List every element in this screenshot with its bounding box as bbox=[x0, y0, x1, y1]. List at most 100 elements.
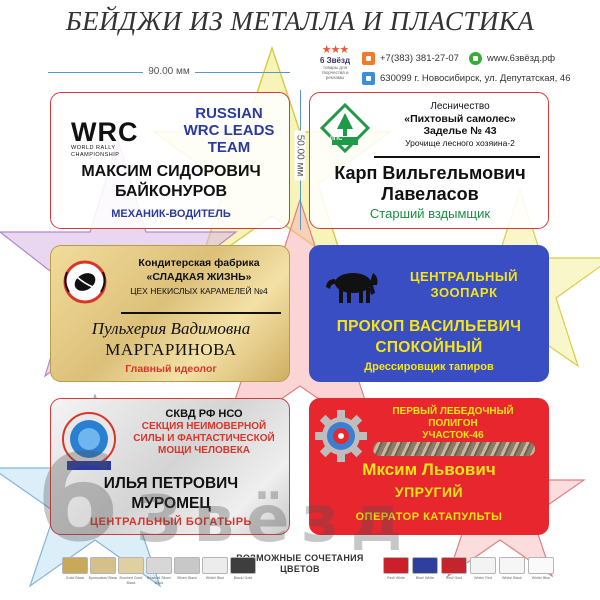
org-line: ЦЕНТРАЛЬНЫЙ bbox=[410, 269, 518, 284]
width-dimension: 90.00 мм bbox=[48, 66, 290, 78]
color-swatch[interactable] bbox=[174, 557, 200, 574]
skvd-emblem-icon bbox=[62, 412, 116, 470]
color-swatch-caption: Brushed Gold/ Black bbox=[119, 576, 143, 585]
color-swatch[interactable] bbox=[230, 557, 256, 574]
color-swatch[interactable] bbox=[499, 557, 525, 574]
badge-org-title: RUSSIAN WRC LEADS TEAM bbox=[171, 105, 287, 156]
color-swatch[interactable] bbox=[383, 557, 409, 574]
org-line: СЕКЦИЯ НЕИМОВЕРНОЙ bbox=[141, 421, 267, 432]
company-logo[interactable]: ★★★ 6 Звёзд товары для творчества и рекл… bbox=[312, 44, 358, 90]
badge-forest[interactable]: ЛПС Лесничество «Пихтовый самолес» Задел… bbox=[309, 92, 549, 229]
divider bbox=[121, 312, 281, 314]
badge-person-name: ИЛЬЯ ПЕТРОВИЧ bbox=[103, 475, 239, 492]
page-title: БЕЙДЖИ ИЗ МЕТАЛЛА И ПЛАСТИКА bbox=[65, 6, 535, 36]
width-dimension-label: 90.00 мм bbox=[143, 66, 195, 77]
color-swatch-caption: White/ Red bbox=[474, 576, 492, 580]
org-line: «СЛАДКАЯ ЖИЗНЬ» bbox=[146, 271, 252, 283]
combo-label-line: ЦВЕТОВ bbox=[280, 564, 320, 574]
badge-person-role: ОПЕРАТОР КАТАПУЛЬТЫ bbox=[355, 511, 503, 523]
badge-person-surname: УПРУГИЙ bbox=[394, 484, 464, 500]
badge-person-role: Дрессировщик тапиров bbox=[364, 361, 494, 373]
badge-person-surname: БАЙКОНУРОВ bbox=[114, 183, 228, 200]
badge-org-title: СКВД РФ НСО СЕКЦИЯ НЕИМОВЕРНОЙ СИЛЫ И ФА… bbox=[121, 407, 287, 457]
badge-org-title: Кондитерская фабрика «СЛАДКАЯ ЖИЗНЬ» ЦЕХ… bbox=[109, 256, 289, 298]
color-swatch-caption: Red/ Gold bbox=[445, 576, 463, 580]
badge-org-title: ПЕРВЫЙ ЛЕБЕДОЧНЫЙ ПОЛИГОН УЧАСТОК-46 bbox=[371, 406, 535, 442]
badge-org-title: Лесничество «Пихтовый самолес» Заделье №… bbox=[374, 101, 546, 149]
color-swatch[interactable] bbox=[412, 557, 438, 574]
candy-logo-icon bbox=[63, 260, 107, 304]
color-swatch-caption: Black/ Gold bbox=[233, 576, 253, 580]
color-swatch-caption: Silver/ Black bbox=[177, 576, 197, 580]
color-swatch[interactable] bbox=[118, 557, 144, 574]
height-dimension: 50.00 мм bbox=[294, 90, 306, 230]
wrc-logo: WRC WORLD RALLY CHAMPIONSHIP bbox=[71, 119, 159, 159]
color-swatch-caption: Red/ White bbox=[387, 576, 405, 580]
divider bbox=[374, 156, 540, 158]
color-swatch[interactable] bbox=[528, 557, 554, 574]
badge-person-name: ПРОКОП ВАСИЛЬЕВИЧ bbox=[336, 318, 522, 335]
color-swatch-caption: White/ Black bbox=[502, 576, 522, 580]
forest-logo-text: ЛПС bbox=[329, 136, 343, 142]
org-line: ЦЕХ НЕКИСЛЫХ КАРАМЕЛЕЙ №4 bbox=[130, 286, 268, 296]
color-combinations-label: ВОЗМОЖНЫЕ СОЧЕТАНИЯ ЦВЕТОВ bbox=[200, 553, 400, 575]
home-icon bbox=[362, 71, 375, 85]
org-line: WRC LEADS bbox=[183, 122, 275, 139]
badge-person-surname: Лавеласов bbox=[381, 184, 479, 204]
star-cluster-logo-icon: ★★★ bbox=[321, 44, 350, 56]
color-swatch[interactable] bbox=[202, 557, 228, 574]
phone-number[interactable]: +7(383) 381-27-07 bbox=[380, 52, 459, 64]
website-link[interactable]: www.6звёзд.рф bbox=[486, 52, 556, 64]
color-swatch-caption: Gold/ Black bbox=[65, 576, 85, 580]
wrc-logo-mark: WRC bbox=[71, 117, 139, 147]
color-swatch[interactable] bbox=[90, 557, 116, 574]
color-swatch-caption: White/ Blue bbox=[205, 576, 225, 580]
badge-wrc[interactable]: WRC WORLD RALLY CHAMPIONSHIP RUSSIAN WRC… bbox=[50, 92, 290, 229]
org-line: МОЩИ ЧЕЛОВЕКА bbox=[158, 445, 250, 456]
badge-person-role: Старший вздымщик bbox=[369, 206, 491, 221]
color-swatch[interactable] bbox=[146, 557, 172, 574]
forest-logo-icon bbox=[320, 103, 370, 153]
gear-target-icon bbox=[315, 410, 367, 462]
org-line: ПЕРВЫЙ ЛЕБЕДОЧНЫЙ bbox=[392, 406, 514, 417]
color-swatch[interactable] bbox=[62, 557, 88, 574]
org-line: СКВД РФ НСО bbox=[165, 408, 243, 420]
color-swatch[interactable] bbox=[470, 557, 496, 574]
logo-name: 6 Звёзд bbox=[319, 56, 351, 65]
badge-person-role: Главный идеолог bbox=[125, 363, 217, 375]
badge-person-name: Пульхерия Вадимовна bbox=[91, 319, 251, 338]
address-text: 630099 г. Новосибирск, ул. Депутатская, … bbox=[380, 72, 571, 84]
contacts-block: +7(383) 381-27-07 www.6звёзд.рф 630099 г… bbox=[362, 48, 571, 88]
org-line: СИЛЫ И ФАНТАСТИЧЕСКОЙ bbox=[133, 433, 275, 444]
badge-org-title: ЦЕНТРАЛЬНЫЙ ЗООПАРК bbox=[389, 269, 539, 301]
badge-winch-polygon[interactable]: ПЕРВЫЙ ЛЕБЕДОЧНЫЙ ПОЛИГОН УЧАСТОК-46 Мкс… bbox=[309, 398, 549, 535]
badge-candy-factory[interactable]: Кондитерская фабрика «СЛАДКАЯ ЖИЗНЬ» ЦЕХ… bbox=[50, 245, 290, 382]
color-swatch-caption: Бронзовое/ Black bbox=[88, 576, 118, 580]
badge-person-role: МЕХАНИК-ВОДИТЕЛЬ bbox=[111, 208, 231, 220]
badge-skvd[interactable]: СКВД РФ НСО СЕКЦИЯ НЕИМОВЕРНОЙ СИЛЫ И ФА… bbox=[50, 398, 290, 535]
badge-person-surname: МАРГАРИНОВА bbox=[105, 340, 237, 359]
color-swatch-caption: Brushed Silver/ Black bbox=[146, 576, 172, 585]
org-line: ЗООПАРК bbox=[430, 285, 498, 300]
org-line: TEAM bbox=[207, 139, 251, 156]
badge-person-name: Карп Вильгельмович bbox=[334, 163, 526, 183]
badge-person-surname: СПОКОЙНЫЙ bbox=[375, 339, 483, 356]
org-line: УЧАСТОК-46 bbox=[422, 430, 484, 441]
color-swatch-caption: Blue/ White bbox=[415, 576, 435, 580]
color-swatch-caption: White/ Blue bbox=[531, 576, 551, 580]
badge-zoo[interactable]: ЦЕНТРАЛЬНЫЙ ЗООПАРК ПРОКОП ВАСИЛЬЕВИЧ СП… bbox=[309, 245, 549, 382]
org-line: «Пихтовый самолес» bbox=[404, 113, 516, 125]
org-line: Лесничество bbox=[430, 101, 490, 112]
badge-person-name: Мксим Львович bbox=[362, 460, 496, 479]
whatsapp-icon bbox=[468, 51, 482, 65]
org-line: Урочище лесного хозяина-2 bbox=[405, 138, 515, 148]
badge-person-name: МАКСИМ СИДОРОВИЧ bbox=[81, 163, 261, 180]
badge-person-role: ЦЕНТРАЛЬНЫЙ БОГАТЫРЬ bbox=[90, 516, 252, 528]
rope-graphic bbox=[373, 442, 535, 456]
tapir-icon bbox=[326, 273, 378, 303]
org-line: ПОЛИГОН bbox=[428, 418, 478, 429]
phone-icon bbox=[362, 51, 375, 65]
org-line: Заделье № 43 bbox=[423, 125, 497, 137]
color-swatch[interactable] bbox=[441, 557, 467, 574]
badge-person-surname: МУРОМЕЦ bbox=[131, 495, 211, 512]
